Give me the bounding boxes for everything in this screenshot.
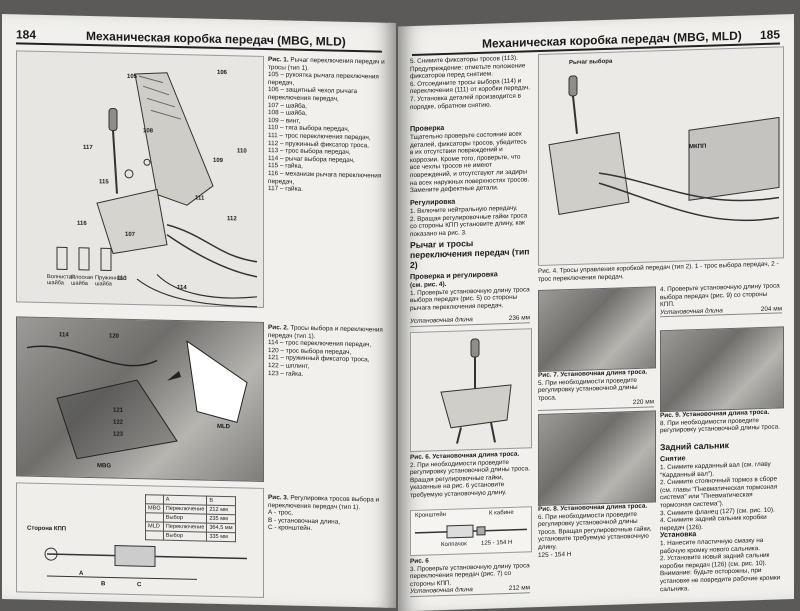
callout-109: 109: [213, 157, 224, 165]
header-title-right: Механическая коробка передач (MBG, MLD): [482, 28, 742, 51]
fig3-legend: А - трос,В - установочная длина,С - крон…: [268, 509, 386, 534]
range-label: 125 - 154 Н: [481, 539, 513, 547]
left-page: 184 Механическая коробка передач (MBG, M…: [2, 14, 396, 608]
label-mld: MLD: [217, 423, 230, 431]
figure-5-photo: [538, 286, 656, 373]
heading-check: Проверка: [410, 122, 445, 134]
adjust-drawing: [44, 545, 247, 580]
fig1-caption: Рис. 1. Рычаг переключения передач и тро…: [268, 56, 386, 195]
callout-112: 112: [227, 216, 237, 223]
callout-123: 123: [113, 431, 124, 438]
left-header: 184 Механическая коробка передач (MBG, M…: [16, 26, 382, 53]
fig6-caption: Рис. 6. Установочная длина троса. 2. При…: [410, 450, 530, 500]
callout-105: 105: [127, 73, 138, 81]
fig7-caption: Рис. 7. Установочная длина троса. 5. При…: [538, 368, 654, 412]
callout-114: 114: [177, 284, 187, 292]
heading-rear-seal: Задний сальник: [660, 440, 729, 453]
fig2-legend: 114 – трос переключения передач,120 – тр…: [268, 339, 386, 380]
lever-drawing: [440, 338, 512, 444]
callout-120: 120: [109, 333, 120, 340]
figure-9-photo: [660, 326, 784, 413]
callout-117: 117: [83, 144, 93, 152]
callout-106: 106: [217, 69, 228, 77]
header-title: Механическая коробка передач (MBG, MLD): [86, 28, 346, 49]
heading-type2: Рычаг и тросы переключения передач (тип …: [410, 238, 530, 271]
callout-116: 116: [77, 220, 87, 227]
paragraph: Внимание: будьте осторожны, при установк…: [660, 567, 781, 593]
cap-label: Колпачок: [441, 541, 467, 549]
callout-107: 107: [125, 231, 136, 239]
fig8-caption: Рис. 8. Установочная длина троса. 6. При…: [538, 502, 652, 559]
adjust-text: 1. Включите нейтральную передачу.2. Вращ…: [410, 204, 530, 238]
label-mbg: MBG: [97, 463, 111, 470]
right-page: Механическая коробка передач (MBG, MLD) …: [398, 14, 794, 611]
fig9-caption: Рис. 9. Установочная длина троса. 8. При…: [660, 408, 780, 435]
paragraph: 7. Установка деталей производится в поря…: [410, 92, 521, 111]
shift-lever-drawing: [56, 72, 258, 308]
page-number: 184: [16, 27, 37, 42]
page-number-right: 185: [759, 27, 780, 43]
paragraph: 2. Снимите стояночный тормоз в сборе (см…: [660, 475, 778, 510]
dim-1-row: Установочная длина 236 мм: [410, 314, 530, 327]
mkpp-label: МКПП: [689, 143, 707, 151]
fig2-caption: Рис. 2. Тросы выбора и переключения пере…: [268, 324, 386, 380]
paragraph: 2. Вращая регулировочные гайки троса со …: [410, 211, 528, 238]
figure-small-adjust: Кронштейн К кабине Колпачок 125 - 154 Н: [410, 506, 532, 557]
heading-adjust: Регулировка: [410, 196, 456, 208]
dim-a: A: [79, 570, 84, 577]
callout-121: 121: [113, 407, 124, 414]
figure-6-lever: [410, 328, 532, 453]
step-4-text: 4. Проверьте установочную длину троса вы…: [660, 282, 782, 318]
figure-1-shift-lever: 105 106 107 108 109 110 111 112 113 114 …: [16, 50, 264, 308]
callout-110: 110: [237, 148, 247, 155]
step-1-text: (см. рис. 4). 1. Проверьте установочную …: [410, 280, 530, 312]
heading-install: Установка: [660, 529, 697, 540]
callout-111: 111: [195, 195, 205, 202]
side-kpp-label: Сторона КПП: [27, 525, 67, 533]
small-adjust-drawing: [415, 524, 527, 539]
legend-item: 117 – гайка.: [268, 185, 303, 193]
figure-8-photo: [538, 410, 656, 507]
fig3-caption: Рис. 3. Регулировка тросов выбора и пере…: [268, 494, 386, 535]
cables-type2-drawing: [548, 75, 780, 222]
dim-c: C: [137, 582, 142, 589]
callout-122: 122: [113, 419, 124, 426]
heading-removal: Снятие: [660, 453, 686, 464]
figure-4-cables: Рычаг выбора МКПП: [538, 46, 784, 267]
removal-text: 1. Снимите карданный вал (см. главу "Кар…: [660, 460, 782, 532]
step-3-text: Рис. 6 3. Проверьте установочную длину т…: [410, 557, 530, 598]
legend-item: С - кронштейн.: [268, 524, 313, 533]
install-text: 1. Нанесите пластичную смазку на рабочую…: [660, 536, 782, 593]
figure-2-photo: 114 120 121 122 123 MBG MLD: [16, 316, 264, 482]
dim-b: B: [101, 581, 106, 588]
washer-spring-label: Пружинная шайба: [95, 275, 125, 288]
fig1-legend: 105 – рукоятка рычага переключения перед…: [268, 71, 386, 195]
callout-114b: 114: [59, 332, 69, 339]
intro-text: 5. Снимите фиксаторы тросов (113).Предуп…: [410, 54, 530, 111]
legend-item: 123 – гайка.: [268, 369, 304, 378]
check-text: Тщательно проверьте состояние всех детал…: [410, 130, 530, 195]
cables-drawing: [26, 340, 248, 460]
callout-108: 108: [143, 128, 154, 135]
callout-115: 115: [99, 179, 109, 186]
